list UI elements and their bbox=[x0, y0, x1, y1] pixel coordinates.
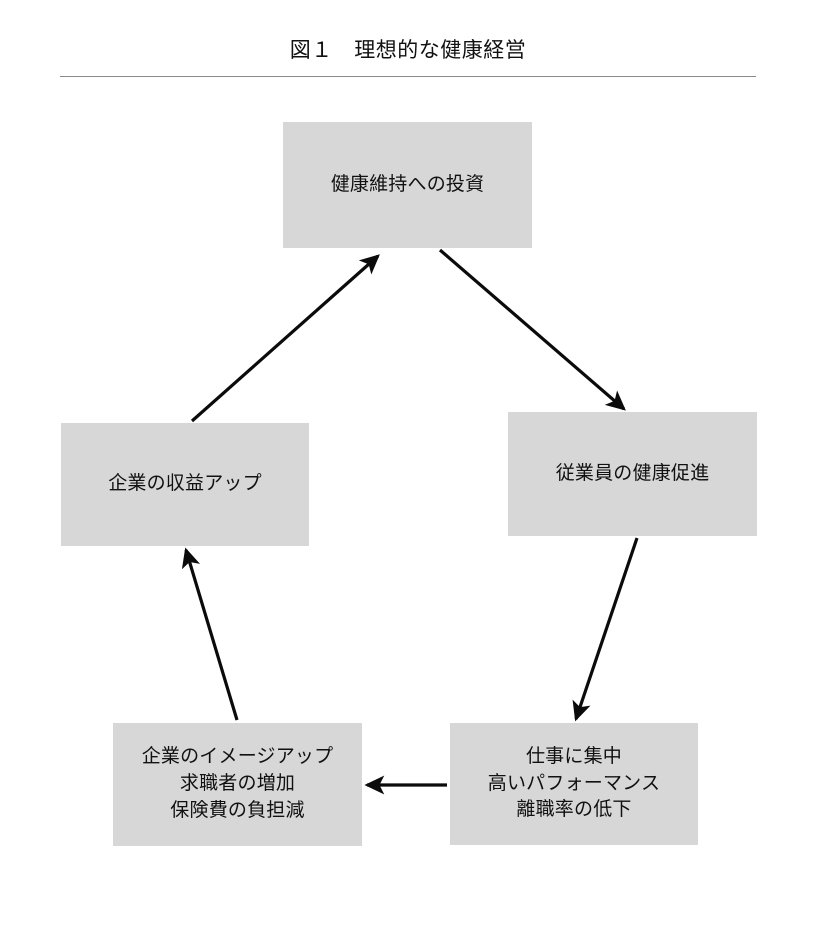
node-health-label: 従業員の健康促進 bbox=[555, 462, 710, 484]
node-image-label: 企業のイメージアップ 求職者の増加 保険費の負担減 bbox=[141, 746, 334, 821]
arrow-investment-to-health bbox=[438, 248, 626, 411]
node-investment-label: 健康維持への投資 bbox=[330, 173, 485, 195]
node-performance-label: 仕事に集中 高いパフォーマンス 離職率の低下 bbox=[487, 745, 661, 821]
node-health: 従業員の健康促進 bbox=[508, 412, 757, 536]
arrow-health-to-performance bbox=[572, 537, 639, 722]
node-performance: 仕事に集中 高いパフォーマンス 離職率の低下 bbox=[450, 723, 698, 845]
title-divider bbox=[60, 76, 756, 77]
node-revenue: 企業の収益アップ bbox=[61, 423, 309, 546]
arrow-revenue-to-investment bbox=[190, 254, 380, 423]
node-revenue-label: 企業の収益アップ bbox=[108, 473, 262, 495]
arrow-image-to-revenue bbox=[181, 547, 239, 721]
figure-title: 図１ 理想的な健康経営 bbox=[289, 39, 527, 62]
node-investment: 健康維持への投資 bbox=[283, 122, 532, 248]
node-image: 企業のイメージアップ 求職者の増加 保険費の負担減 bbox=[113, 723, 362, 846]
